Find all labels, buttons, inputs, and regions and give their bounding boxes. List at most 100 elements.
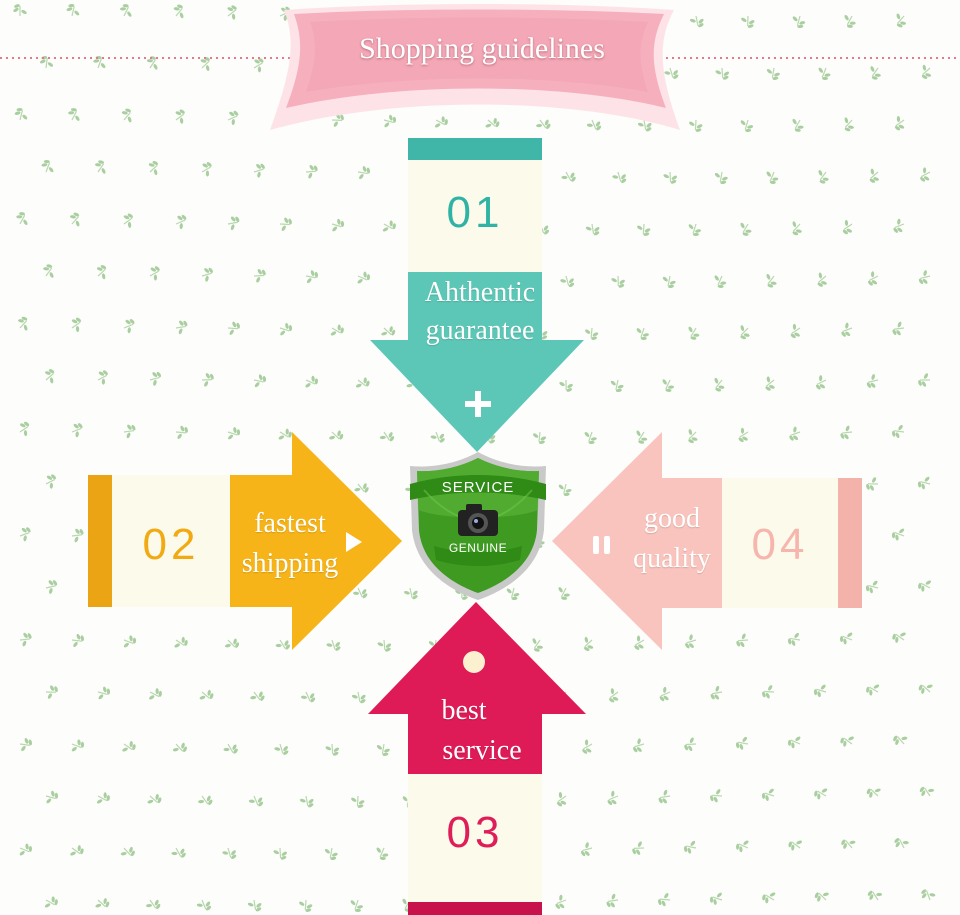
leaf-sprig-icon — [71, 633, 84, 648]
leaf-sprig-icon — [383, 114, 397, 128]
leaf-sprig-icon — [740, 119, 754, 133]
leaf-sprig-icon — [840, 632, 853, 645]
leaf-sprig-icon — [379, 431, 395, 442]
leaf-sprig-icon — [918, 580, 932, 592]
leaf-sprig-icon — [790, 323, 801, 339]
leaf-sprig-icon — [532, 638, 543, 652]
leaf-sprig-icon — [688, 223, 702, 237]
leaf-sprig-icon — [866, 477, 879, 491]
leaf-sprig-icon — [634, 635, 645, 650]
step-02-number: 02 — [142, 520, 200, 569]
leaf-sprig-icon — [201, 162, 212, 177]
leaf-sprig-icon — [95, 898, 110, 908]
leaf-sprig-icon — [611, 275, 625, 288]
leaf-sprig-icon — [227, 427, 241, 440]
step-03-label-line1: best — [441, 695, 487, 726]
leaf-sprig-icon — [199, 689, 214, 700]
leaf-sprig-icon — [580, 842, 593, 857]
badge-bottom-text: GENUINE — [448, 541, 508, 555]
leaf-sprig-icon — [582, 739, 593, 754]
leaf-sprig-icon — [357, 166, 371, 180]
leaf-sprig-icon — [350, 899, 364, 913]
leaf-sprig-icon — [896, 13, 907, 28]
leaf-sprig-icon — [97, 686, 111, 700]
leaf-sprig-icon — [275, 639, 290, 650]
leaf-sprig-icon — [506, 587, 520, 601]
leaf-sprig-icon — [39, 56, 54, 69]
leaf-sprig-icon — [633, 738, 645, 753]
leaf-sprig-icon — [606, 893, 619, 908]
leaf-sprig-icon — [253, 163, 265, 178]
leaf-sprig-icon — [637, 119, 652, 132]
leaf-sprig-icon — [736, 840, 749, 853]
leaf-sprig-icon — [920, 167, 931, 182]
leaf-sprig-icon — [715, 67, 730, 80]
leaf-sprig-icon — [16, 212, 28, 226]
step-04-number: 04 — [751, 520, 809, 569]
leaf-sprig-icon — [355, 377, 370, 388]
leaf-sprig-icon — [19, 843, 32, 856]
leaf-sprig-icon — [558, 587, 570, 600]
leaf-sprig-icon — [278, 428, 292, 440]
leaf-sprig-icon — [558, 483, 572, 497]
leaf-sprig-icon — [789, 426, 801, 441]
leaf-sprig-icon — [70, 845, 84, 856]
leaf-sprig-icon — [149, 266, 160, 281]
step-01-label-line1: Ahthentic — [424, 277, 536, 308]
step-04-label-line1: good — [644, 503, 700, 534]
leaf-sprig-icon — [19, 527, 31, 542]
leaf-sprig-icon — [18, 316, 28, 331]
leaf-sprig-icon — [357, 271, 370, 284]
title-ribbon — [270, 4, 680, 130]
leaf-sprig-icon — [13, 4, 27, 16]
leaf-sprig-icon — [659, 686, 671, 702]
leaf-sprig-icon — [792, 221, 802, 236]
leaf-sprig-icon — [123, 318, 135, 334]
leaf-sprig-icon — [844, 14, 856, 28]
leaf-sprig-icon — [710, 685, 723, 700]
leaf-sprig-icon — [305, 375, 318, 388]
leaf-sprig-icon — [299, 795, 314, 808]
leaf-sprig-icon — [792, 118, 804, 132]
service-shield-badge — [410, 452, 546, 600]
leaf-sprig-icon — [71, 317, 82, 332]
leaf-sprig-icon — [19, 632, 32, 647]
leaf-sprig-icon — [149, 688, 162, 700]
leaf-sprig-icon — [121, 108, 132, 123]
leaf-sprig-icon — [147, 793, 162, 804]
leaf-sprig-icon — [45, 580, 58, 594]
leaf-sprig-icon — [325, 743, 340, 756]
leaf-sprig-icon — [299, 899, 313, 912]
leaf-sprig-icon — [792, 15, 806, 29]
arrow-04-left — [552, 432, 862, 650]
leaf-sprig-icon — [893, 218, 905, 233]
leaf-sprig-icon — [331, 218, 345, 232]
leaf-sprig-icon — [227, 110, 239, 126]
leaf-sprig-icon — [636, 327, 649, 341]
leaf-sprig-icon — [324, 847, 338, 861]
leaf-sprig-icon — [171, 847, 186, 858]
leaf-sprig-icon — [561, 171, 576, 182]
leaf-sprig-icon — [222, 847, 237, 859]
page-title: Shopping guidelines — [359, 32, 605, 65]
leaf-sprig-icon — [227, 321, 240, 335]
leaf-sprig-icon — [685, 634, 697, 649]
leaf-sprig-icon — [865, 580, 879, 594]
leaf-sprig-icon — [736, 633, 749, 648]
leaf-sprig-icon — [175, 425, 188, 439]
leaf-sprig-icon — [122, 741, 136, 752]
step-02-label-line1: fastest — [254, 508, 326, 539]
leaf-sprig-icon — [45, 790, 59, 804]
leaf-sprig-icon — [919, 786, 935, 797]
leaf-sprig-icon — [814, 788, 828, 800]
leaf-sprig-icon — [761, 788, 775, 802]
leaf-sprig-icon — [148, 161, 159, 176]
leaf-sprig-icon — [741, 15, 755, 28]
leaf-sprig-icon — [430, 431, 445, 443]
leaf-sprig-icon — [353, 587, 368, 599]
leaf-sprig-icon — [684, 737, 697, 751]
leaf-sprig-icon — [788, 736, 801, 749]
leaf-sprig-icon — [45, 685, 58, 699]
leaf-sprig-icon — [918, 373, 930, 387]
leaf-sprig-icon — [762, 685, 775, 699]
